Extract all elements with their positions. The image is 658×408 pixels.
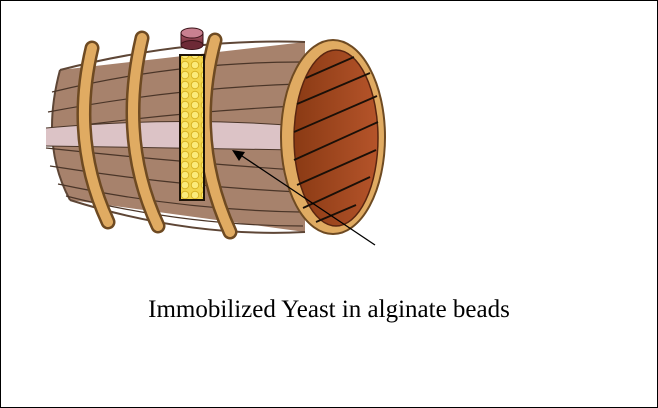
alginate-bead-column xyxy=(180,55,204,200)
figure-caption: Immobilized Yeast in alginate beads xyxy=(0,296,658,324)
barrel-stopper xyxy=(181,28,203,50)
barrel-lid xyxy=(281,40,385,234)
